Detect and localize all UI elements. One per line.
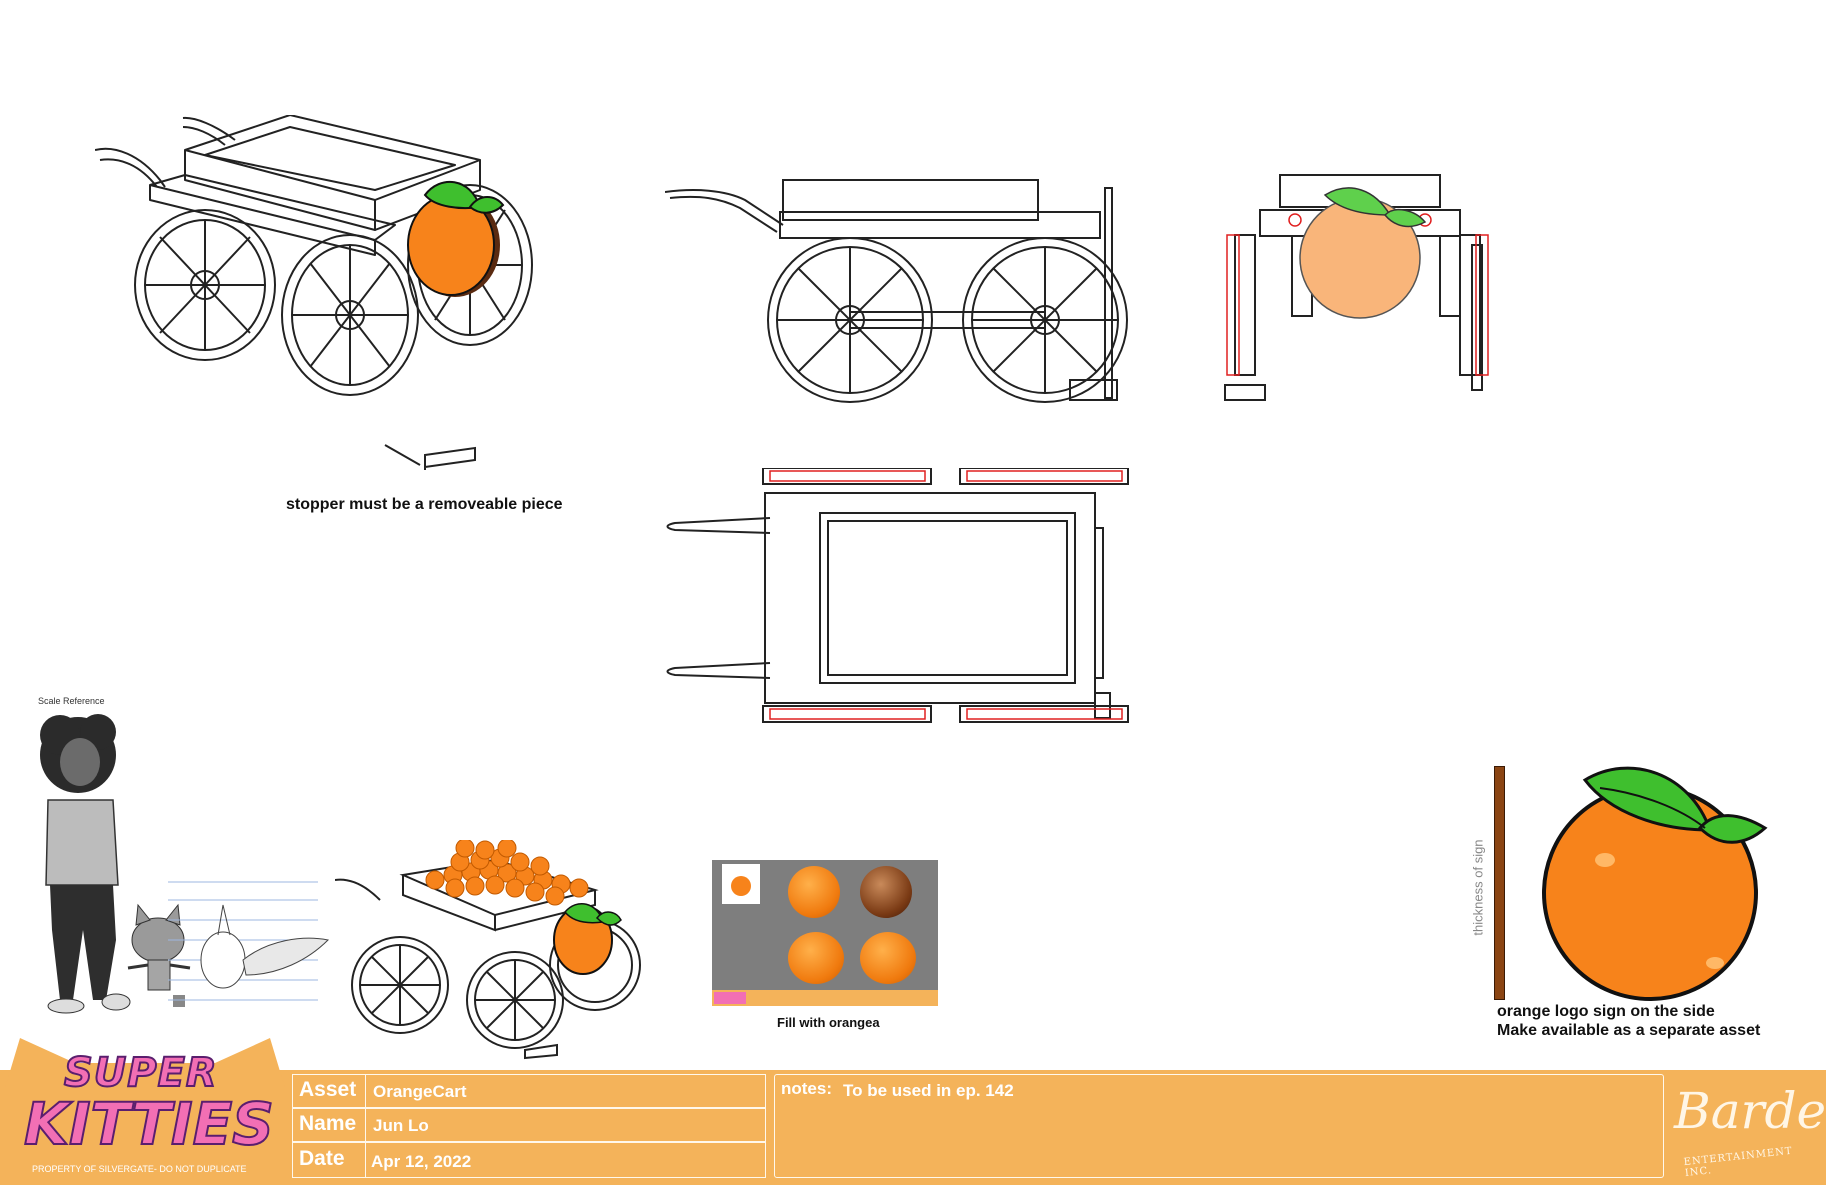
orange-reference-board: [712, 860, 938, 1006]
wheel-icon: [134, 209, 276, 361]
date-label: Date: [299, 1147, 345, 1170]
cart-top-view: [666, 468, 1129, 723]
orange-photo-2: [860, 866, 912, 918]
cart-side-view: [665, 179, 1128, 403]
orange-photo-1: [788, 866, 840, 918]
studio-logo-text: Bardel: [1674, 1082, 1826, 1140]
date-field: Date Apr 12, 2022: [292, 1142, 766, 1178]
bird-figure: [200, 904, 330, 989]
notes-field: notes: To be used in ep. 142: [774, 1074, 1664, 1178]
title-block: [0, 1070, 1826, 1185]
cart-perspective-drawing: [95, 115, 533, 470]
asset-value: OrangeCart: [373, 1082, 467, 1101]
orange-pile: [425, 840, 589, 906]
orange-thumbnail: [722, 864, 760, 904]
asset-field: Asset OrangeCart: [292, 1074, 766, 1108]
cart-front-view: [1224, 174, 1489, 401]
notes-value: To be used in ep. 142: [843, 1081, 1014, 1100]
orange-sign-perspective: [407, 180, 505, 297]
name-field: Name Jun Lo: [292, 1108, 766, 1142]
logo-line2: KITTIES: [23, 1089, 275, 1159]
cat-figure: [127, 903, 191, 1007]
name-value: Jun Lo: [373, 1116, 429, 1135]
logo-line1: SUPER: [63, 1049, 218, 1097]
studio-logo: Bardel ENTERTAINMENT INC.: [1670, 1080, 1826, 1179]
orange-photo-3: [788, 932, 844, 984]
property-note: PROPERTY OF SILVERGATE- DO NOT DUPLICATE: [32, 1164, 247, 1174]
name-label: Name: [299, 1112, 357, 1135]
studio-logo-sub: ENTERTAINMENT INC.: [1683, 1145, 1794, 1180]
super-kitties-logo: SUPER KITTIES: [20, 1048, 280, 1168]
asset-label: Asset: [299, 1078, 357, 1101]
logo-ear-shape: [5, 1038, 285, 1088]
fill-annotation: Fill with orangea: [777, 1015, 880, 1030]
girl-figure: [40, 714, 131, 1014]
sign-annotation-line1: orange logo sign on the side: [1497, 1003, 1715, 1020]
sign-annotation-line2: Make available as a separate asset: [1497, 1022, 1761, 1039]
orange-photo-4: [860, 932, 916, 984]
notes-label: notes:: [781, 1079, 832, 1098]
stopper-annotation: stopper must be a removeable piece: [286, 496, 563, 513]
sign-thickness-bar: [1494, 766, 1505, 1000]
cart-with-oranges: [335, 840, 641, 1060]
thickness-annotation: thickness of sign: [1470, 839, 1486, 936]
scale-reference-figures: [40, 714, 330, 1014]
orange-logo-sign: [1542, 766, 1768, 1001]
date-value: Apr 12, 2022: [371, 1152, 472, 1171]
scale-reference-label: Scale Reference: [38, 696, 105, 706]
